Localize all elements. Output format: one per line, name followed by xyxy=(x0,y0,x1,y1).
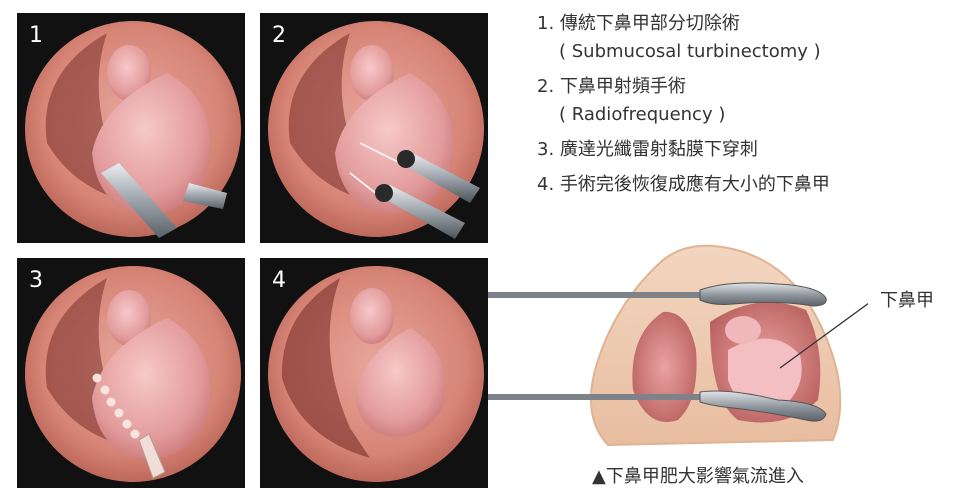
step-item: 2. 下鼻甲射頻手術 ( Radiofrequency ) xyxy=(537,73,967,129)
inferior-turbinate xyxy=(728,338,802,411)
step-item: 3. 廣達光纖雷射黏膜下穿刺 xyxy=(537,136,967,164)
panel-number: 1 xyxy=(29,23,43,48)
step-subtitle: ( Radiofrequency ) xyxy=(559,104,726,125)
endoscopic-panel-1: 1 xyxy=(17,13,245,243)
endoscopic-view-1 xyxy=(25,21,241,238)
panel-number: 2 xyxy=(272,23,286,48)
step-title: 1. 傳統下鼻甲部分切除術 xyxy=(537,13,740,34)
step-title: 3. 廣達光纖雷射黏膜下穿刺 xyxy=(537,139,758,160)
step-item: 4. 手術完後恢復成應有大小的下鼻甲 xyxy=(537,171,967,199)
procedure-steps-list: 1. 傳統下鼻甲部分切除術 ( Submucosal turbinectomy … xyxy=(537,10,967,206)
endoscopic-view-3 xyxy=(25,266,241,482)
step-title: 2. 下鼻甲射頻手術 xyxy=(537,76,686,97)
label-leader-line xyxy=(779,302,868,369)
nasal-speculum-illustration xyxy=(488,244,868,447)
endoscopic-panel-2: 2 xyxy=(260,13,488,243)
step-subtitle: ( Submucosal turbinectomy ) xyxy=(559,41,821,62)
illustration-caption: ▲下鼻甲肥大影響氣流進入 xyxy=(592,466,804,487)
inferior-turbinate-label: 下鼻甲 xyxy=(880,290,934,311)
panel-number: 3 xyxy=(29,268,43,293)
step-item: 1. 傳統下鼻甲部分切除術 ( Submucosal turbinectomy … xyxy=(537,10,967,66)
panel-number: 4 xyxy=(272,268,286,293)
endoscopic-panel-4: 4 xyxy=(260,258,488,488)
endoscopic-panel-3: 3 xyxy=(17,258,245,488)
endoscopic-view-4 xyxy=(268,266,484,482)
step-title: 4. 手術完後恢復成應有大小的下鼻甲 xyxy=(537,174,830,195)
endoscopic-view-2 xyxy=(268,21,484,239)
